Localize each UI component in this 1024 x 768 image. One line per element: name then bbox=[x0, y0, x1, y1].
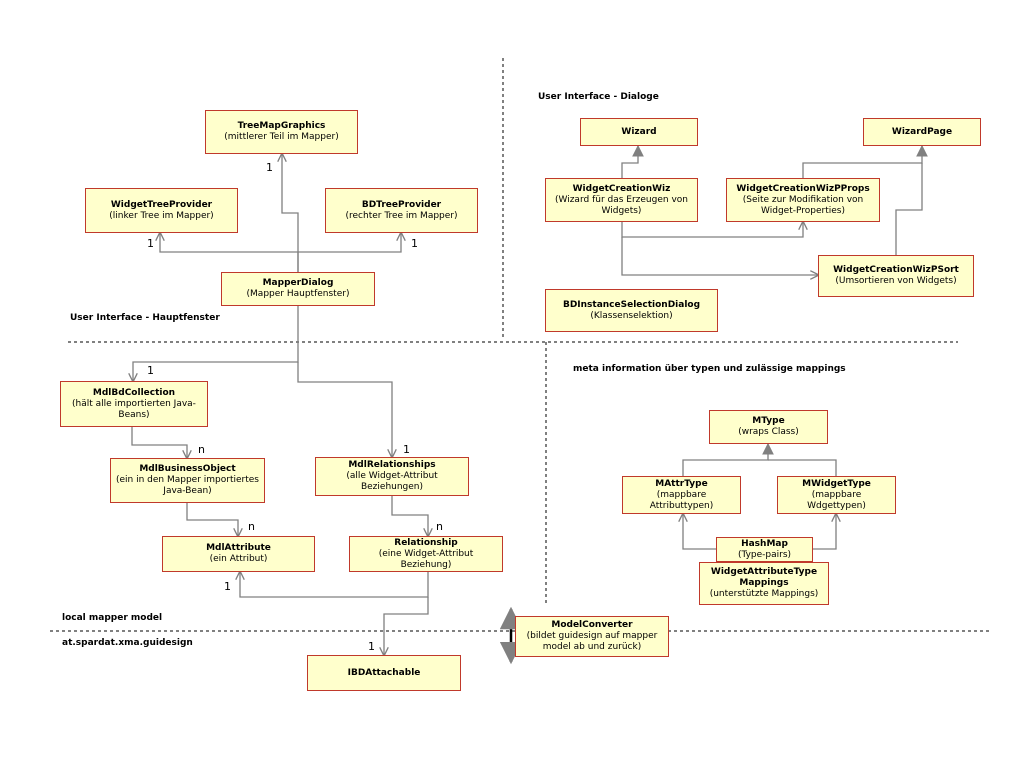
connector-collection-businessobject bbox=[131, 427, 187, 458]
class-title: WizardPage bbox=[891, 126, 953, 137]
class-description: (Type-pairs) bbox=[737, 549, 792, 560]
class-title: Wizard bbox=[621, 126, 657, 137]
class-mattrtype[interactable]: MAttrType (mappbare Attributtypen) bbox=[622, 476, 741, 514]
connector-mapper-bdtree bbox=[298, 233, 401, 253]
connector-mapper-treemap bbox=[282, 154, 299, 272]
class-mdlbusinessobject[interactable]: MdlBusinessObject (ein in den Mapper imp… bbox=[110, 458, 265, 503]
class-modelconverter[interactable]: ModelConverter (bildet guidesign auf map… bbox=[515, 616, 669, 657]
class-widgetcreationwizpsort[interactable]: WidgetCreationWizPSort (Umsortieren von … bbox=[818, 255, 974, 297]
class-description: (Mapper Hauptfenster) bbox=[246, 289, 350, 299]
class-widgetattributetypemappings[interactable]: WidgetAttributeType Mappings (unterstütz… bbox=[699, 562, 829, 605]
class-title: MdlBdCollection bbox=[92, 387, 176, 398]
class-description: (linker Tree im Mapper) bbox=[109, 210, 214, 221]
connector-wiz-pprops bbox=[621, 222, 803, 238]
class-widgettreeprovider[interactable]: WidgetTreeProvider (linker Tree im Mappe… bbox=[85, 188, 238, 233]
class-description: (Wizard für das Erzeugen von Widgets) bbox=[555, 194, 688, 216]
connector-inherit-wizardpage-psort bbox=[895, 163, 923, 255]
multiplicity-ibdattachable: 1 bbox=[368, 640, 375, 653]
class-widgetcreationwiz[interactable]: WidgetCreationWiz (Wizard für das Erzeug… bbox=[545, 178, 698, 222]
multiplicity-businessobject: n bbox=[198, 443, 205, 456]
class-mdlrelationships[interactable]: MdlRelationships (alle Widget-Attribut B… bbox=[315, 457, 469, 496]
class-title: MapperDialog bbox=[262, 278, 334, 288]
class-relationship[interactable]: Relationship (eine Widget-Attribut Bezie… bbox=[349, 536, 503, 572]
class-title: ModelConverter bbox=[551, 620, 633, 630]
class-title: MdlBusinessObject bbox=[139, 464, 236, 474]
multiplicity-widgettree: 1 bbox=[147, 237, 154, 250]
multiplicity-relationships: 1 bbox=[403, 443, 410, 456]
multiplicity-treemap: 1 bbox=[266, 161, 273, 174]
class-treemapgraphics[interactable]: TreeMapGraphics (mittlerer Teil im Mappe… bbox=[205, 110, 358, 154]
class-wizardpage[interactable]: WizardPage bbox=[863, 118, 981, 146]
class-widgetcreationwizpprops[interactable]: WidgetCreationWizPProps (Seite zur Modif… bbox=[726, 178, 880, 222]
class-description: (mappbare Wdgettypen) bbox=[807, 489, 866, 511]
connector-mapper-relationships bbox=[297, 362, 392, 457]
class-description: (Klassenselektion) bbox=[590, 310, 673, 321]
class-title: TreeMapGraphics bbox=[237, 121, 326, 131]
class-mdlattribute[interactable]: MdlAttribute (ein Attribut) bbox=[162, 536, 315, 572]
class-mdlbdcollection[interactable]: MdlBdCollection (hält alle importierten … bbox=[60, 381, 208, 427]
class-title: MdlAttribute bbox=[206, 543, 271, 553]
class-title: MType bbox=[752, 416, 785, 426]
class-description: (alle Widget-Attribut Beziehungen) bbox=[346, 471, 438, 492]
region-label-guidesign: at.spardat.xma.guidesign bbox=[62, 638, 193, 648]
class-title: BDTreeProvider bbox=[361, 199, 442, 210]
class-wizard[interactable]: Wizard bbox=[580, 118, 698, 146]
class-description: (mappbare Attributtypen) bbox=[649, 489, 714, 511]
region-label-ui-dialogs: User Interface - Dialoge bbox=[538, 92, 659, 102]
class-title: MdlRelationships bbox=[348, 460, 436, 470]
connector-wiz-psort bbox=[621, 237, 818, 275]
class-title: IBDAttachable bbox=[347, 667, 421, 678]
class-title: WidgetCreationWizPProps bbox=[736, 183, 870, 194]
class-description: (Umsortieren von Widgets) bbox=[835, 276, 957, 286]
region-label-local-model: local mapper model bbox=[62, 613, 163, 623]
class-description: (ein in den Mapper importiertes Java-Bea… bbox=[115, 475, 259, 496]
class-title: Relationship bbox=[394, 537, 458, 548]
multiplicity-attribute-back: 1 bbox=[224, 580, 231, 593]
class-description: (ein Attribut) bbox=[209, 554, 268, 564]
class-title: WidgetCreationWizPSort bbox=[833, 265, 959, 275]
multiplicity-attribute: n bbox=[248, 520, 255, 533]
connector-mapper-bdcollection bbox=[133, 306, 299, 381]
class-bdtreeprovider[interactable]: BDTreeProvider (rechter Tree im Mapper) bbox=[325, 188, 478, 233]
class-mtype[interactable]: MType (wraps Class) bbox=[709, 410, 828, 444]
class-description: (unterstützte Mappings) bbox=[709, 589, 819, 599]
connector-mapper-widgettree bbox=[160, 233, 299, 272]
class-ibdattachable[interactable]: IBDAttachable bbox=[307, 655, 461, 691]
class-title: WidgetAttributeType Mappings bbox=[710, 567, 818, 588]
class-description: (mittlerer Teil im Mapper) bbox=[224, 132, 339, 142]
class-mapperdialog[interactable]: MapperDialog (Mapper Hauptfenster) bbox=[221, 272, 375, 306]
class-hashmap[interactable]: HashMap (Type-pairs) bbox=[716, 537, 813, 562]
class-bdinstanceselectiondialog[interactable]: BDInstanceSelectionDialog (Klassenselekt… bbox=[545, 289, 718, 332]
connector-inherit-wizardpage-pprops bbox=[802, 144, 928, 178]
connector-inherit-mtype-attr bbox=[682, 442, 774, 476]
connector-relationship-attribute bbox=[240, 572, 429, 598]
class-title: HashMap bbox=[741, 538, 788, 549]
class-title: MAttrType bbox=[655, 478, 708, 489]
connector-businessobject-attribute bbox=[186, 503, 238, 536]
region-label-meta: meta information über typen und zulässig… bbox=[573, 364, 846, 374]
multiplicity-bdtree: 1 bbox=[411, 237, 418, 250]
class-mwidgettype[interactable]: MWidgetType (mappbare Wdgettypen) bbox=[777, 476, 896, 514]
connector-relationships-relationship bbox=[391, 496, 428, 536]
connector-inherit-mtype-widget bbox=[768, 459, 837, 476]
class-title: BDInstanceSelectionDialog bbox=[562, 299, 701, 310]
class-description: (rechter Tree im Mapper) bbox=[345, 210, 458, 221]
connector-hashmap-mattrtype bbox=[683, 514, 716, 550]
multiplicity-bdcollection: 1 bbox=[147, 364, 154, 377]
connector-inherit-wizard bbox=[621, 144, 644, 178]
class-title: WidgetTreeProvider bbox=[110, 199, 213, 210]
class-description: (hält alle importierten Java-Beans) bbox=[72, 398, 196, 420]
class-description: (eine Widget-Attribut Beziehung) bbox=[378, 548, 474, 570]
class-description: (bildet guidesign auf mapper model ab un… bbox=[526, 631, 658, 652]
connector-relationship-ibdattachable bbox=[384, 597, 429, 655]
class-title: WidgetCreationWiz bbox=[572, 183, 671, 194]
class-description: (wraps Class) bbox=[738, 427, 799, 437]
multiplicity-relationship: n bbox=[436, 520, 443, 533]
connector-hashmap-mwidgettype bbox=[813, 514, 836, 550]
class-title: MWidgetType bbox=[802, 478, 871, 489]
region-label-ui-main: User Interface - Hauptfenster bbox=[70, 313, 220, 323]
class-description: (Seite zur Modifikation von Widget-Prope… bbox=[742, 194, 864, 216]
